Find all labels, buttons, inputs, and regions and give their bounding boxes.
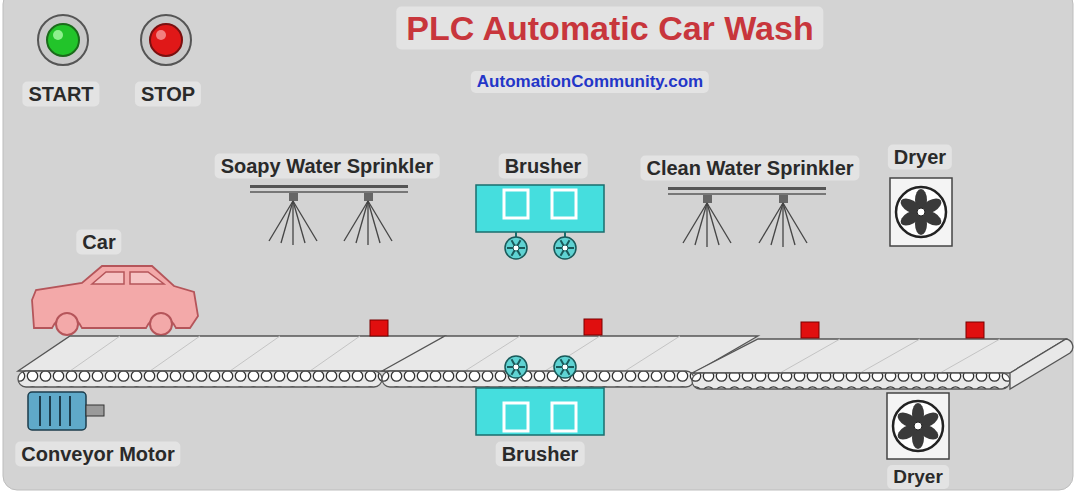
stop-button: [141, 15, 191, 65]
part-name: Soapy Water Sprinkler: [215, 154, 440, 179]
clean-sprinkler: [668, 187, 826, 247]
position-sensor: [370, 319, 984, 338]
conveyor-motor: [28, 392, 104, 430]
watermark: AutomationCommunity.com: [471, 71, 709, 93]
brusher-bottom: [476, 356, 604, 435]
part-name: Brusher: [496, 442, 585, 467]
part-name: Car: [76, 230, 121, 255]
start-button: [38, 15, 88, 65]
part-name: Dryer: [888, 145, 952, 170]
conveyor: [18, 336, 1073, 389]
dryer-bottom: [887, 393, 949, 459]
button-label: START: [22, 82, 99, 107]
car: [32, 266, 198, 335]
soapy-sprinkler: [250, 185, 408, 245]
brusher-top: [476, 185, 604, 259]
part-name: Brusher: [499, 154, 588, 179]
dryer-top: [890, 178, 952, 246]
part-name: Conveyor Motor: [15, 442, 180, 467]
part-name: Clean Water Sprinkler: [640, 156, 859, 181]
part-name: Dryer: [887, 465, 949, 489]
button-label: STOP: [135, 82, 201, 107]
title: PLC Automatic Car Wash: [396, 7, 823, 50]
panel: [3, 0, 1073, 490]
